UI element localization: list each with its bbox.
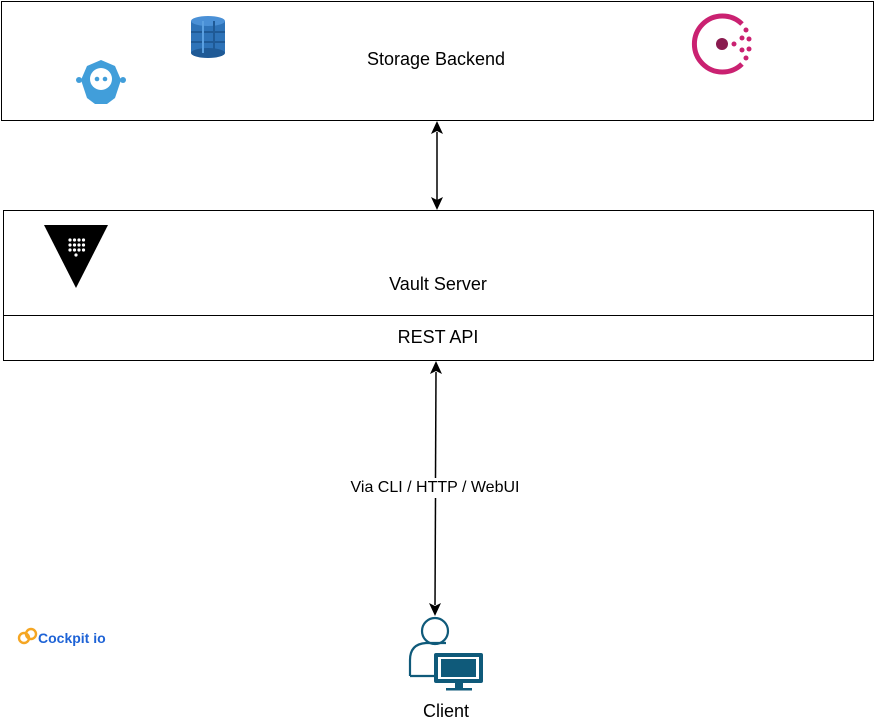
cockpit-brand-name: Cockpit io xyxy=(38,630,106,646)
rest-api-box xyxy=(3,315,874,361)
storage-backend-title: Storage Backend xyxy=(366,49,506,69)
rest-api-label: REST API xyxy=(397,327,479,347)
connection-label: Via CLI / HTTP / WebUI xyxy=(335,479,535,497)
vault-server-title: Vault Server xyxy=(389,274,487,294)
client-label: Client xyxy=(422,701,470,721)
storage-backend-box xyxy=(1,1,874,121)
